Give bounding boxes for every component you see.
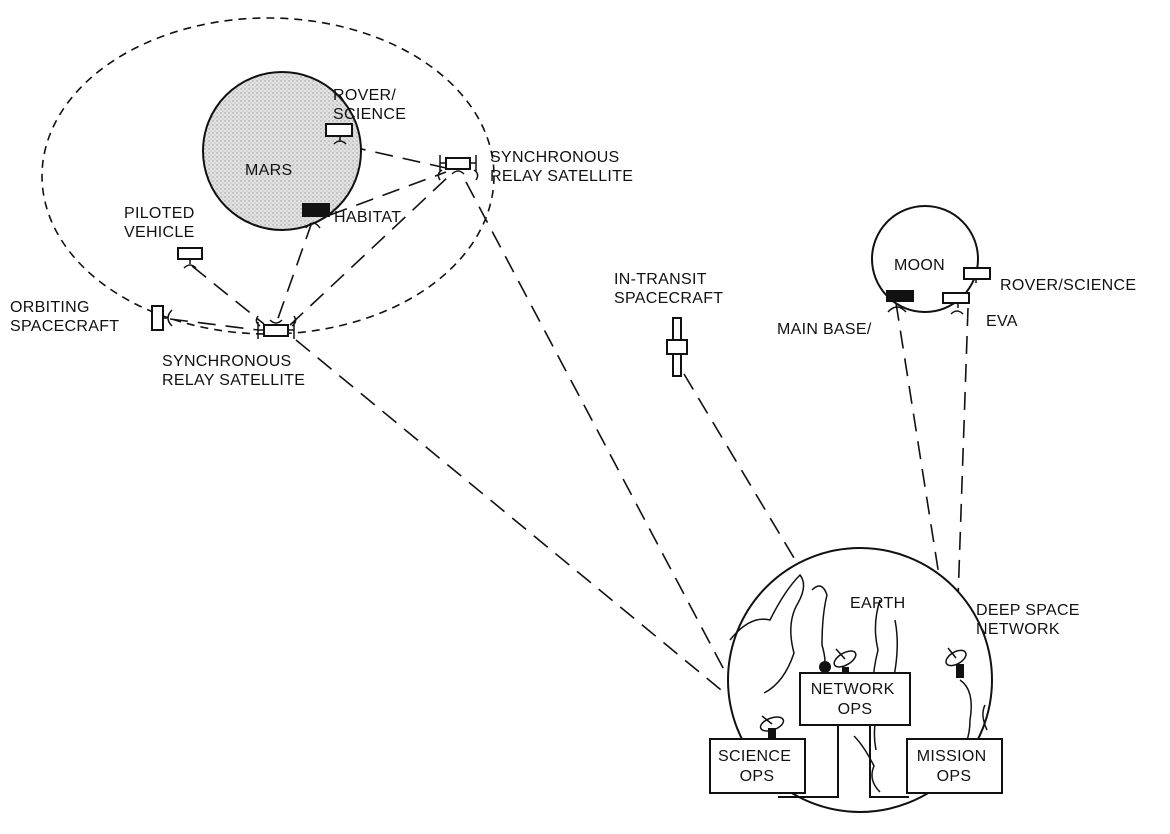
link-relay-bottom-to-relay-top [289, 176, 449, 326]
science-ops-box [709, 738, 806, 794]
mission-ops-label-2: OPS [937, 768, 972, 785]
mars-rover-icon [325, 123, 353, 137]
relay-top-label-2: RELAY SATELLITE [490, 168, 633, 185]
piloted-vehicle-icon [177, 247, 203, 260]
svg-text:ORBITING SPACECRAFT: ORBITING SPACECRAFT [10, 299, 119, 335]
network-ops-label-1: NETWORK [811, 681, 895, 698]
mission-ops-box [906, 738, 1003, 794]
relay-bottom-label-2: RELAY SATELLITE [162, 372, 305, 389]
mission-ops-label-1: MISSION [917, 748, 987, 765]
link-orbiting-to-relay-bottom [169, 318, 259, 331]
relay-satellite-bottom-icon [255, 315, 297, 339]
science-ops-label-1: SCIENCE [718, 748, 791, 765]
ops-connection-mission [869, 725, 909, 798]
eva-label: EVA [986, 313, 1018, 330]
link-habitat-to-relay-top [329, 171, 447, 216]
mars-system: MARS ROVER/ SCIENCE HABITAT PILOTED VEHI… [10, 17, 633, 389]
mars-rover-label-1: ROVER/ [333, 87, 396, 104]
dsn-label-1: DEEP SPACE [976, 602, 1080, 619]
relay-satellite-top-icon [437, 155, 479, 181]
earth-network-node-icon [819, 661, 831, 673]
moon-planet [871, 205, 979, 313]
orbiting-spacecraft-label-1: ORBITING [10, 299, 90, 316]
moon-label: MOON [894, 257, 945, 274]
moon-rover-icon [963, 267, 991, 280]
mars-planet [202, 71, 362, 231]
link-piloted-vehicle-to-relay-bottom [191, 265, 265, 325]
mars-label: MARS [245, 162, 292, 179]
link-main-base-to-dsn [895, 302, 953, 659]
svg-text:SCIENCE OPS: SCIENCE OPS [718, 748, 796, 785]
orbiting-spacecraft-icon [151, 305, 164, 331]
earth-system: EARTH DEEP SPACE NETWORK NETWORK [709, 547, 1085, 813]
link-relay-bottom-to-science-ops [295, 339, 761, 723]
dsn-label-2: NETWORK [976, 621, 1060, 638]
communication-links [169, 145, 969, 723]
orbiting-spacecraft-label-2: SPACECRAFT [10, 318, 119, 335]
ops-connection-science [778, 725, 839, 798]
eva-icon [942, 292, 970, 304]
habitat-icon [302, 203, 330, 217]
svg-text:SYNCHRONOUS RELAY SATELL: SYNCHRONOUS RELAY SATELLITE [490, 149, 633, 185]
relay-bottom-label-1: SYNCHRONOUS [162, 353, 292, 370]
relay-top-label-1: SYNCHRONOUS [490, 149, 620, 166]
science-ops-label-2: OPS [740, 768, 775, 785]
main-base-label: MAIN BASE/ [777, 321, 872, 338]
network-ops-box [799, 672, 911, 726]
svg-text:MISSION OPS: MISSION OPS [917, 748, 991, 785]
mars-orbit [41, 17, 495, 335]
main-base-icon [886, 290, 914, 302]
link-habitat-to-relay-bottom [275, 221, 313, 325]
in-transit-label-1: IN-TRANSIT [614, 271, 707, 288]
svg-text:DEEP SPACE NETWORK: DEEP SPACE NETWORK [976, 602, 1085, 638]
network-ops-label-2: OPS [838, 701, 873, 718]
svg-text:IN-TRANSIT SPACECRAFT: IN-TRANSIT SPACECRAFT [614, 271, 723, 307]
svg-text:NETWORK OPS: NETWORK OPS [811, 681, 900, 718]
science-dish-icon [759, 715, 785, 739]
link-relay-top-to-science-ops [465, 181, 741, 701]
svg-text:SYNCHRONOUS RELAY SATELL: SYNCHRONOUS RELAY SATELLITE [162, 353, 305, 389]
svg-text:PILOTED VEHICLE: PILOTED VEHICLE [124, 205, 199, 241]
svg-text:ROVER/ SCIENCE: ROVER/ SCIENCE [333, 87, 406, 123]
earth-label: EARTH [850, 595, 905, 612]
link-rover-to-relay-top [347, 145, 447, 169]
in-transit-spacecraft: IN-TRANSIT SPACECRAFT [614, 271, 723, 377]
piloted-vehicle-label-2: VEHICLE [124, 224, 195, 241]
mars-rover-label-2: SCIENCE [333, 106, 406, 123]
moon-system: MOON ROVER/SCIENCE MAIN BASE/ EVA [777, 205, 1136, 338]
habitat-label: HABITAT [334, 209, 401, 226]
piloted-vehicle-label-1: PILOTED [124, 205, 195, 222]
in-transit-label-2: SPACECRAFT [614, 290, 723, 307]
dsn-dish-icon [945, 647, 967, 678]
link-in-transit-to-earth [683, 373, 807, 579]
moon-rover-label: ROVER/SCIENCE [1000, 277, 1136, 294]
